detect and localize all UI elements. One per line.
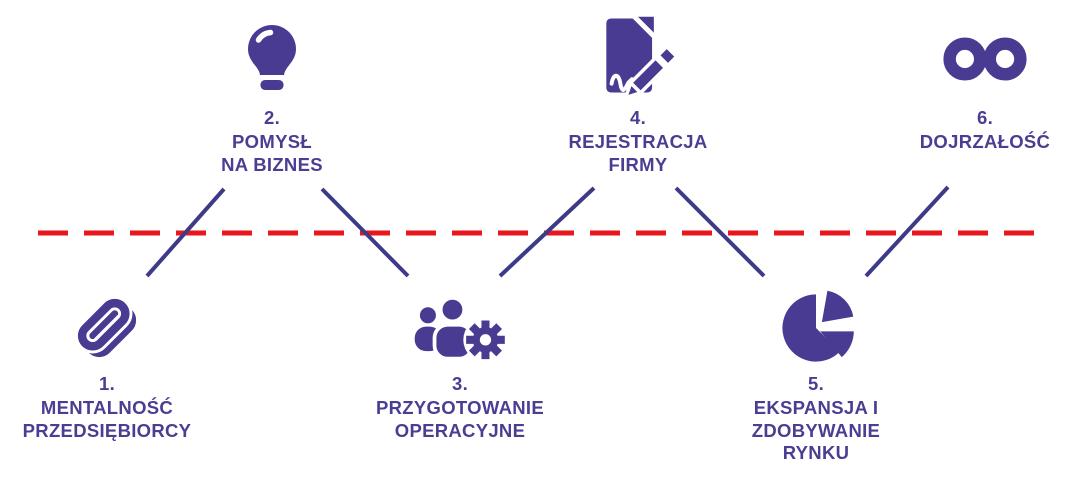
stage-label: PRZYGOTOWANIE OPERACYJNE	[375, 396, 544, 441]
stage-number: 6.	[976, 107, 994, 128]
stage-2: 2. POMYSŁ NA BIZNES	[147, 14, 397, 176]
stage-3: 3. PRZYGOTOWANIE OPERACYJNE	[335, 286, 585, 442]
document-pen-icon	[606, 16, 680, 101]
connector-5-6	[864, 185, 950, 278]
connector-3-4	[498, 186, 596, 278]
connector-2-3	[320, 187, 410, 278]
stage-label: POMYSŁ NA BIZNES	[221, 130, 323, 175]
interlocked-links-icon	[74, 295, 137, 358]
stage-2-icon-box	[240, 14, 304, 104]
pie-chart-icon	[782, 290, 854, 362]
connector-1-2	[145, 187, 226, 278]
stage-label: DOJRZAŁOŚĆ	[919, 130, 1051, 152]
stage-number: 3.	[451, 373, 469, 394]
stage-5-icon-box	[771, 286, 861, 370]
stage-label: EKSPANSJA I ZDOBYWANIE RYNKU	[751, 396, 881, 464]
team-gear-icon	[414, 295, 508, 362]
connector-4-5	[674, 186, 766, 278]
stage-3-icon-box	[410, 286, 510, 370]
stage-5: 5. EKSPANSJA I ZDOBYWANIE RYNKU	[691, 286, 941, 465]
stage-6: 6. DOJRZAŁOŚĆ	[860, 14, 1080, 154]
stage-1-icon-box	[67, 286, 147, 370]
stage-number: 2.	[263, 107, 281, 128]
stage-6-icon-box	[941, 14, 1029, 104]
infinity-icon	[943, 37, 1027, 81]
stage-4-icon-box	[592, 14, 684, 104]
stage-number: 4.	[629, 107, 647, 128]
stage-label: REJESTRACJA FIRMY	[568, 130, 708, 175]
stage-number: 1.	[98, 373, 116, 394]
stage-1: 1. MENTALNOŚĆ PRZEDSIĘBIORCY	[0, 286, 232, 442]
stage-label: MENTALNOŚĆ PRZEDSIĘBIORCY	[22, 396, 192, 441]
lightbulb-icon	[248, 25, 296, 90]
stage-number: 5.	[807, 373, 825, 394]
stage-4: 4. REJESTRACJA FIRMY	[513, 14, 763, 176]
